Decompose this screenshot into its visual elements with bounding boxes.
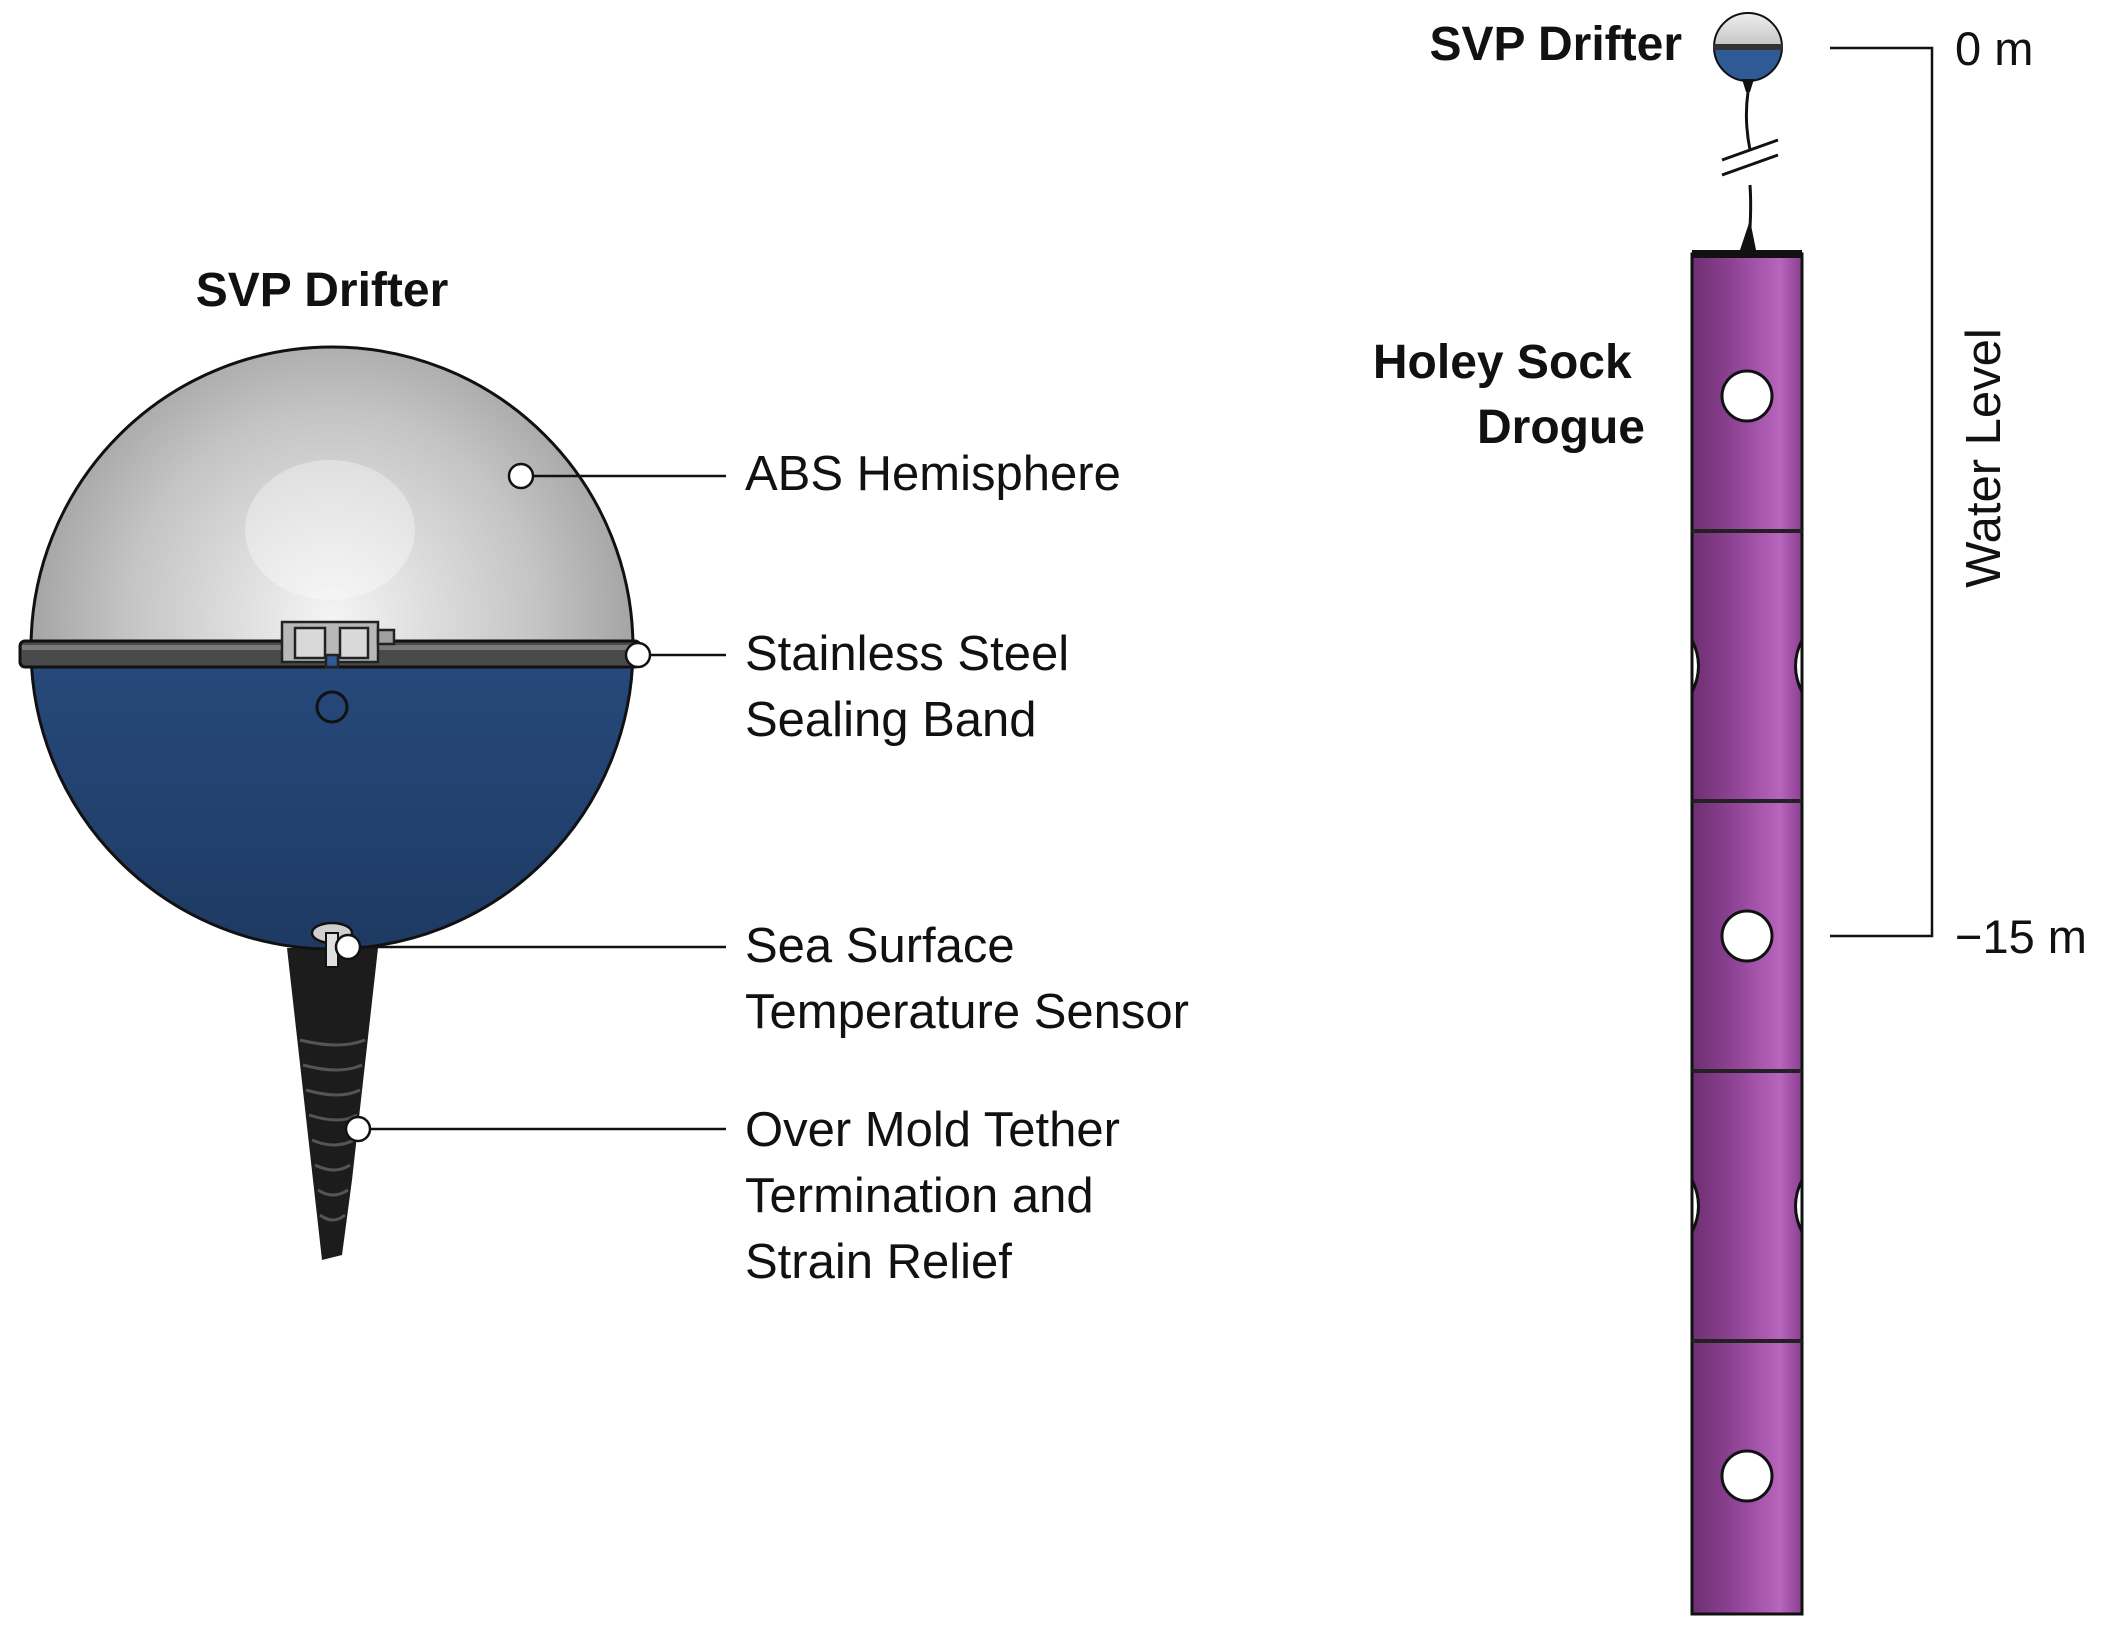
left-panel-title: SVP Drifter: [196, 264, 449, 317]
callout-sealing-band: Stainless Steel Sealing Band: [745, 627, 1083, 747]
depth-label-top: 0 m: [1955, 22, 2033, 75]
drifter-sphere-illustration: [18, 345, 642, 1260]
holey-sock-drogue: [1690, 250, 1804, 1616]
callout-marker-sst: [334, 933, 362, 961]
small-drifter-illustration: [1713, 12, 1783, 92]
strain-relief-ridges: [299, 1038, 366, 1222]
left-callout-leaders: [334, 462, 726, 1143]
callout-sst-sensor: Sea Surface Temperature Sensor: [745, 919, 1189, 1039]
band-clamp: [280, 620, 396, 669]
drogue-title: Holey Sock Drogue: [1373, 336, 1645, 454]
tether-break-mark: [1721, 138, 1779, 162]
drogue-ring-seams: [1692, 529, 1802, 1343]
callout-marker-tether: [344, 1115, 372, 1143]
callout-marker-abs: [507, 462, 535, 490]
depth-label-bottom: −15 m: [1955, 910, 2087, 963]
drifter-port: [315, 690, 349, 724]
right-panel-drifter-title: SVP Drifter: [1429, 18, 1682, 71]
callout-tether-termination: Over Mold Tether Termination and Strain …: [745, 1103, 1134, 1289]
tether-strain-relief: [287, 948, 378, 1260]
callout-abs-hemisphere: ABS Hemisphere: [745, 447, 1121, 501]
callout-marker-band: [624, 641, 652, 669]
drogue-side-notches: [1690, 639, 1804, 1233]
water-level-bracket: [1830, 46, 1934, 938]
drogue-holes: [1720, 369, 1774, 1503]
water-level-axis-label: Water Level: [1957, 328, 2011, 588]
drogue-tether: [1721, 91, 1779, 251]
